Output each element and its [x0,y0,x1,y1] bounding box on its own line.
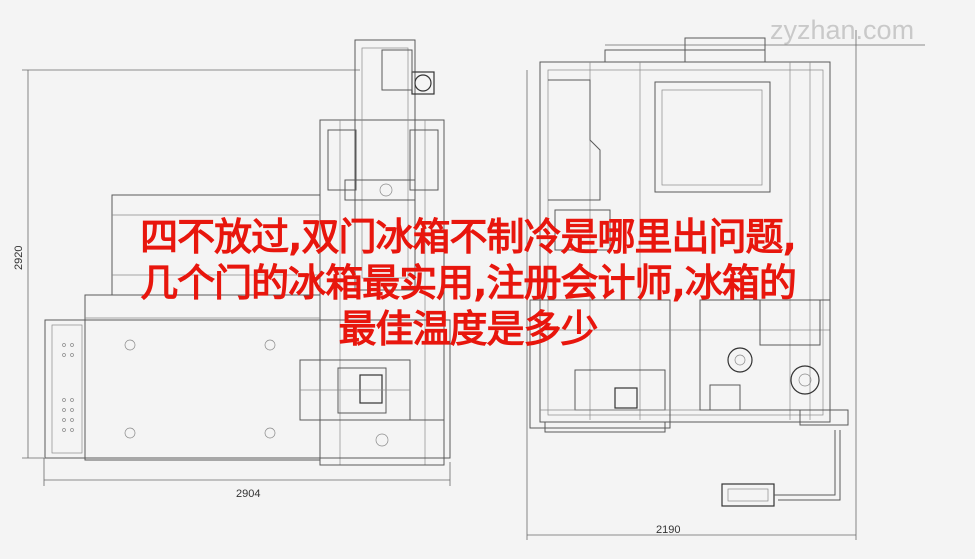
right-view [526,30,925,540]
headline-line-2: 几个门的冰箱最实用,注册会计师,冰箱的 [140,261,797,305]
headline-overlay: 四不放过,双门冰箱不制冷是哪里出问题, 几个门的冰箱最实用,注册会计师,冰箱的 … [18,214,918,352]
dimension-height-label: 2920 [13,246,25,270]
watermark: zyzhan.com [770,15,914,45]
dimension-right-width-label: 2190 [656,524,680,536]
headline-line-1: 四不放过,双门冰箱不制冷是哪里出问题, [140,215,797,259]
headline-line-3: 最佳温度是多少 [338,307,598,351]
dimension-left-width-label: 2904 [236,488,260,500]
left-view [22,39,451,486]
